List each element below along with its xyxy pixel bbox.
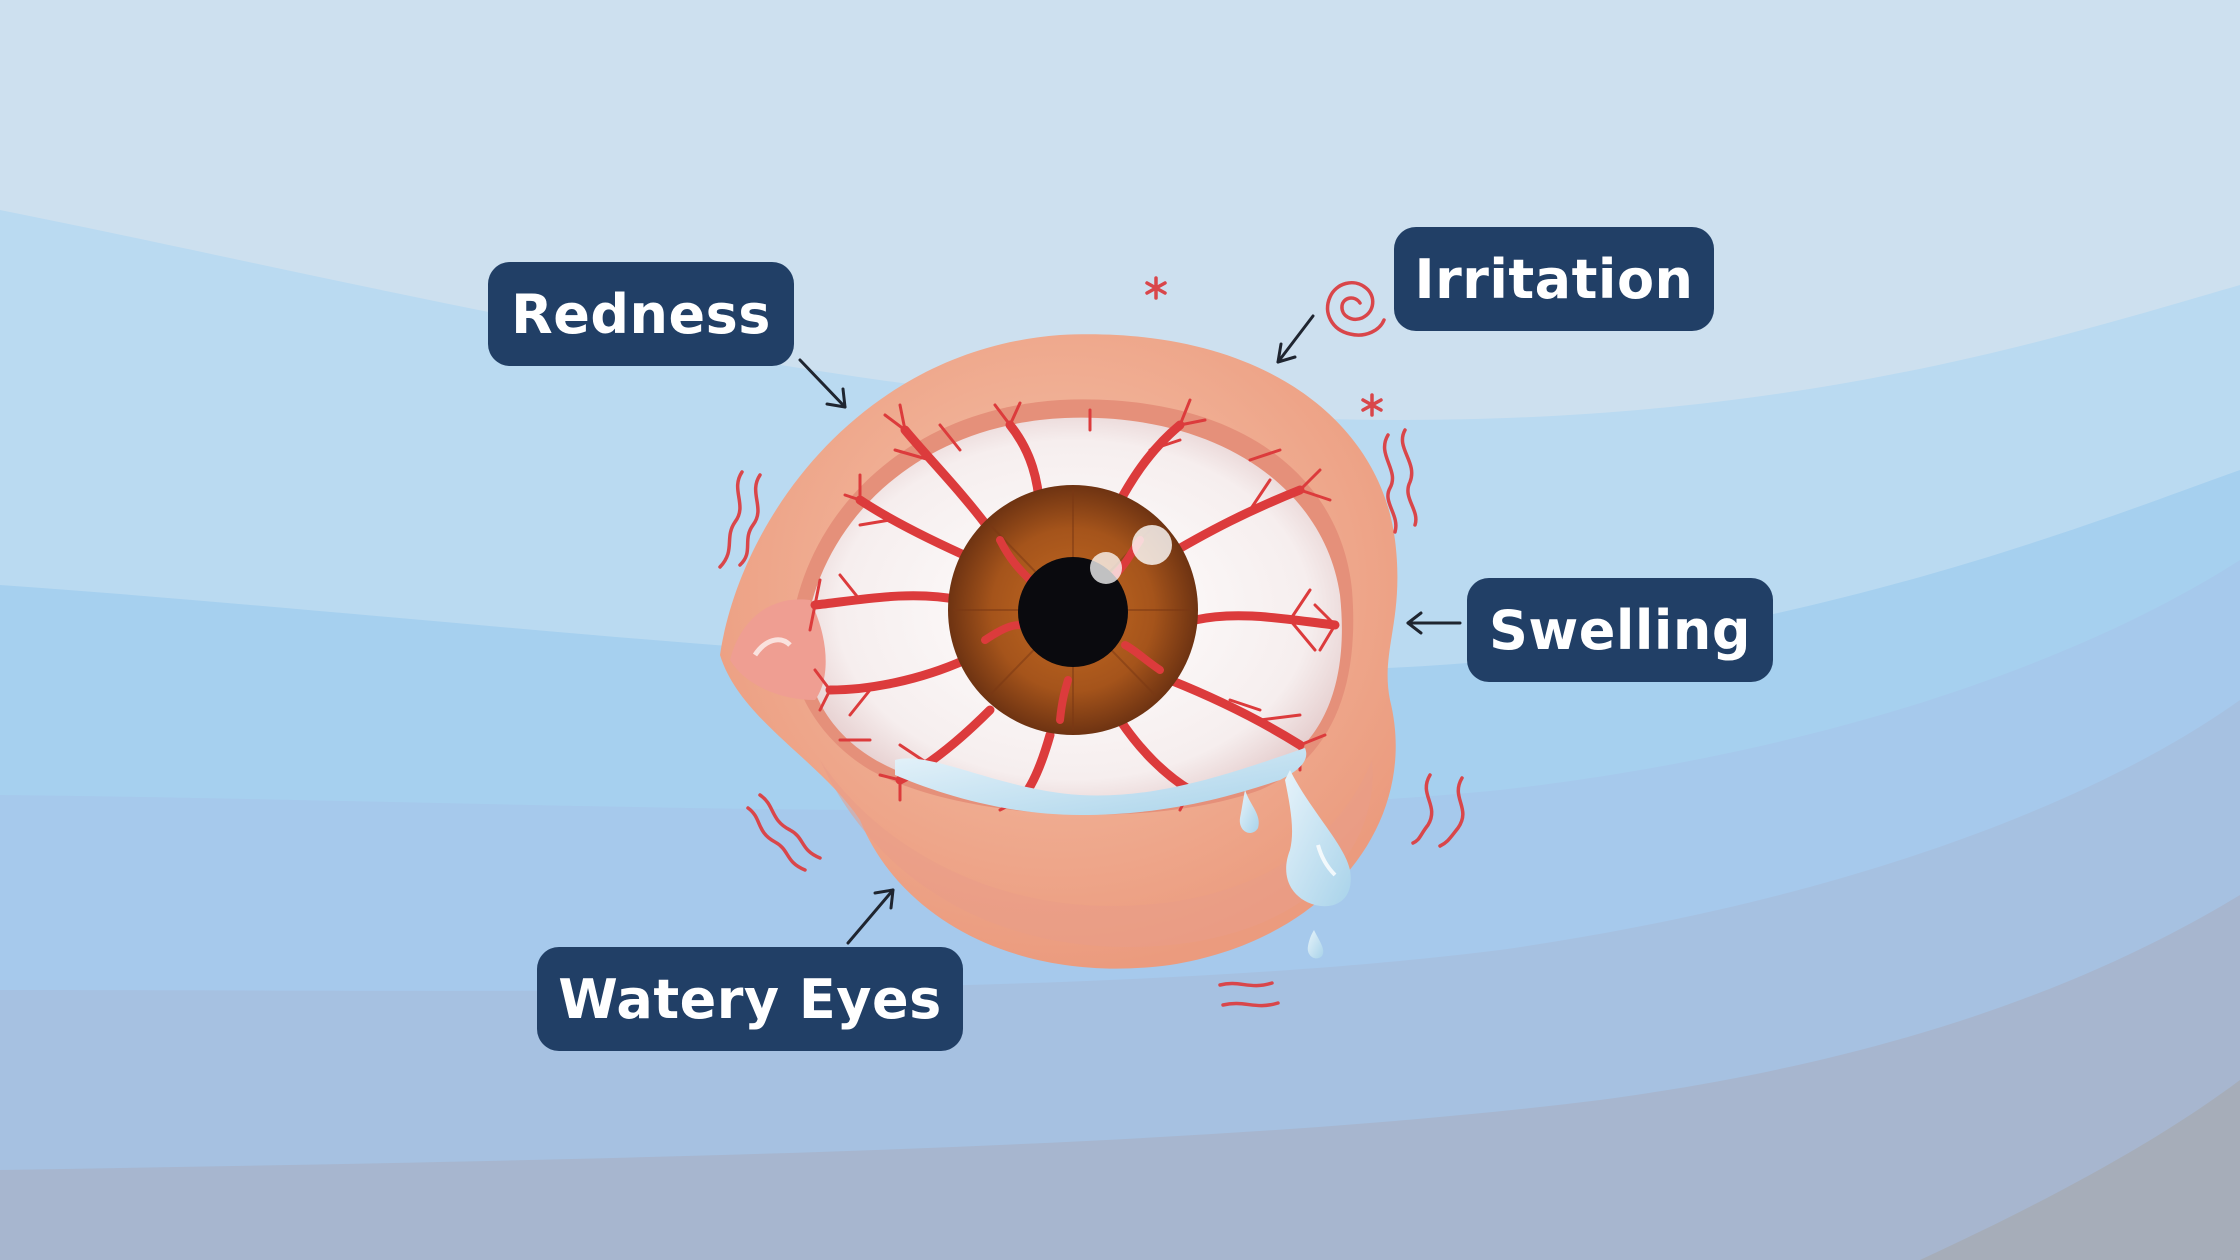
label-swelling: Swelling xyxy=(1467,578,1773,682)
pupil xyxy=(1018,557,1128,667)
label-redness: Redness xyxy=(488,262,794,366)
asterisk-icon xyxy=(1145,276,1383,417)
squiggle-icon xyxy=(718,428,1465,1008)
arrow-icon xyxy=(1276,314,1315,364)
highlight xyxy=(1132,525,1172,565)
spiral-icon xyxy=(1325,281,1386,337)
arrow-icon xyxy=(846,888,895,945)
arrow-icon xyxy=(798,358,847,409)
arrow-icon xyxy=(1406,611,1462,635)
tear xyxy=(895,748,1351,959)
label-watery-eyes: Watery Eyes xyxy=(537,947,963,1051)
caruncle xyxy=(730,599,826,700)
label-irritation: Irritation xyxy=(1394,227,1714,331)
